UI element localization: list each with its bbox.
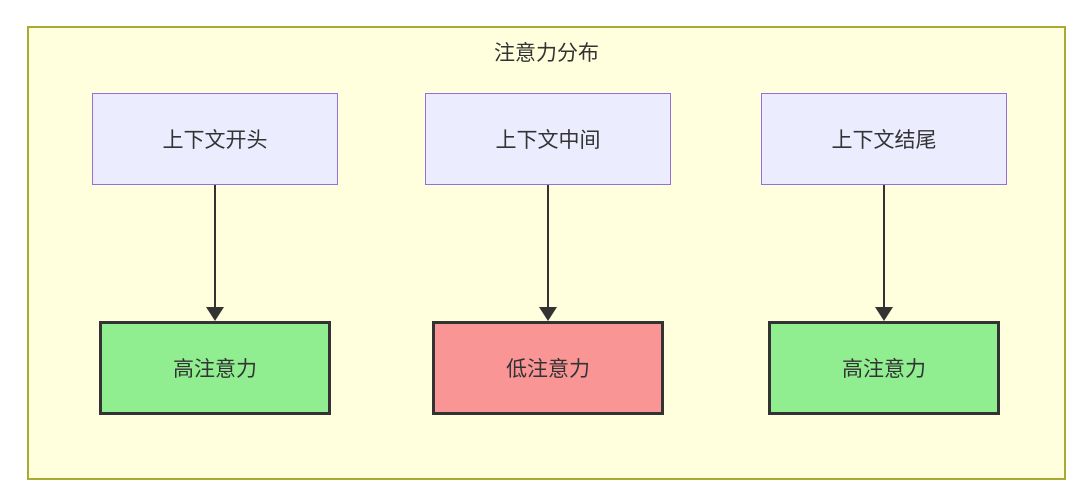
arrow-shaft [547, 185, 549, 307]
arrow-shaft [214, 185, 216, 307]
diagram-canvas: 注意力分布 上下文开头 高注意力 上下文中间 低注意力 上下文结尾 高注意力 [27, 26, 1066, 480]
node-context-middle: 上下文中间 [425, 93, 671, 185]
diagram-title: 注意力分布 [494, 42, 599, 65]
down-arrow [875, 185, 893, 321]
arrowhead-icon [875, 307, 893, 321]
arrow-shaft [883, 185, 885, 307]
down-arrow [206, 185, 224, 321]
arrowhead-icon [206, 307, 224, 321]
flow-column-context-middle: 上下文中间 低注意力 [423, 93, 673, 415]
arrowhead-icon [539, 307, 557, 321]
node-context-begin: 上下文开头 [92, 93, 338, 185]
flow-column-context-begin: 上下文开头 高注意力 [90, 93, 340, 415]
down-arrow [539, 185, 557, 321]
flow-column-context-end: 上下文结尾 高注意力 [759, 93, 1009, 415]
node-high-attention-left: 高注意力 [99, 321, 331, 415]
node-context-end: 上下文结尾 [761, 93, 1007, 185]
node-high-attention-right: 高注意力 [768, 321, 1000, 415]
node-low-attention: 低注意力 [432, 321, 664, 415]
